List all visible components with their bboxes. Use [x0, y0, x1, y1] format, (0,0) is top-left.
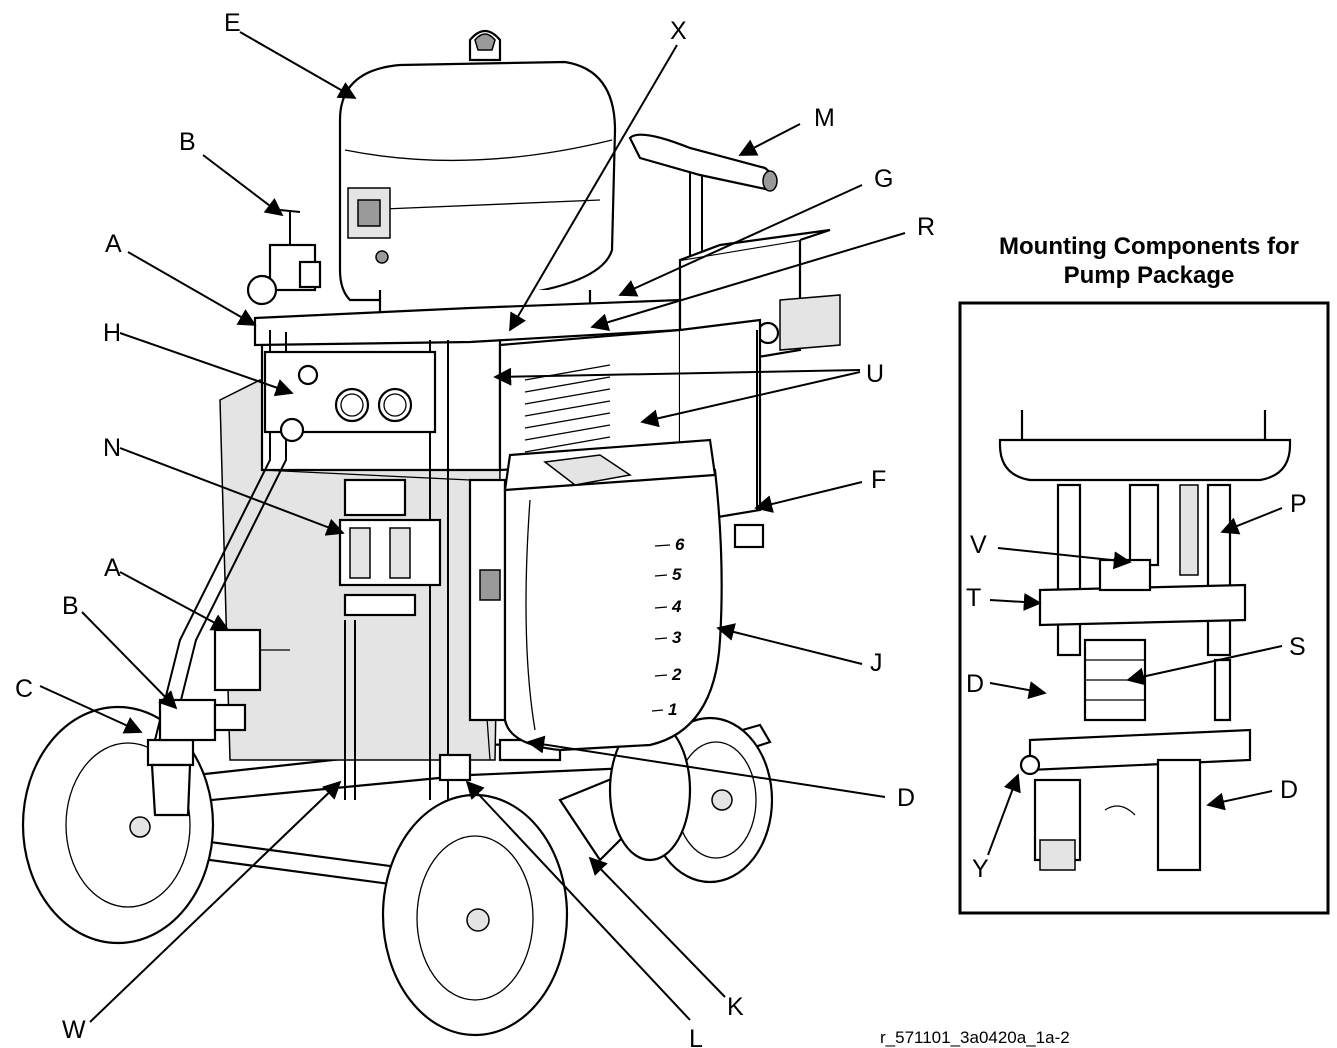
hopper: 6 5 4 3 2 1 [503, 438, 723, 752]
inset-callout-v: V [970, 531, 987, 559]
callout-c: C [15, 675, 33, 703]
pump-manifold [338, 478, 442, 617]
inset-callout-p: P [1290, 490, 1307, 518]
callout-a-top: A [105, 230, 122, 258]
callout-n: N [103, 434, 121, 462]
callout-x: X [670, 17, 687, 45]
main-callout-leaders [39, 31, 906, 1023]
hopper-scale: 6 5 4 3 2 1 [651, 535, 685, 719]
air-filter [146, 698, 247, 817]
inset-title-line1: Mounting Components for [999, 233, 1299, 260]
callout-b-mid: B [62, 592, 79, 620]
inset-mounting-components: Mounting Components for Pump Package [958, 233, 1330, 915]
callout-d-main: D [897, 784, 915, 812]
cart-handle [628, 133, 778, 300]
callout-f: F [871, 466, 886, 494]
callout-k: K [727, 993, 744, 1021]
outlet-fitting [733, 330, 765, 549]
rear-right-wheel [608, 716, 774, 884]
pump-lower [438, 478, 562, 782]
callout-g: G [874, 165, 893, 193]
hopper-scale-5: 5 [672, 565, 682, 584]
callout-b-top: B [179, 128, 196, 156]
callout-j: J [870, 649, 883, 677]
inset-callout-s: S [1289, 633, 1306, 661]
motor-housing [338, 29, 617, 322]
callout-a-mid: A [104, 554, 121, 582]
figure-id: r_571101_3a0420a_1a-2 [880, 1028, 1070, 1047]
main-callout-labels: E X M B G R A H U N F A B C J D W L K [15, 9, 935, 1048]
hopper-scale-3: 3 [672, 628, 682, 647]
pressure-gauges [263, 350, 437, 443]
callout-h: H [103, 319, 121, 347]
air-regulator [246, 209, 322, 306]
inset-callout-leaders [987, 507, 1283, 856]
callout-l: L [689, 1025, 703, 1048]
callout-m: M [814, 104, 835, 132]
inset-pump-drawing [998, 410, 1292, 872]
sprayer-illustration: 6 5 4 3 2 1 [21, 29, 841, 1037]
hopper-scale-1: 1 [668, 700, 677, 719]
inset-callout-t: T [966, 584, 981, 612]
inset-callout-y: Y [972, 855, 989, 883]
callout-u: U [866, 360, 884, 388]
hopper-scale-4: 4 [671, 597, 682, 616]
front-wheel [381, 793, 569, 1037]
hopper-scale-6: 6 [675, 535, 685, 554]
air-valve-mid [213, 628, 290, 692]
inset-title-line2: Pump Package [1064, 262, 1235, 289]
callout-e: E [224, 9, 241, 37]
hopper-scale-2: 2 [671, 665, 682, 684]
inset-callout-d-upper: D [966, 670, 984, 698]
callout-r: R [917, 213, 935, 241]
inset-callout-labels: P V T S D D Y [966, 490, 1307, 883]
inset-callout-d-lower: D [1280, 776, 1298, 804]
callout-w: W [62, 1016, 86, 1044]
